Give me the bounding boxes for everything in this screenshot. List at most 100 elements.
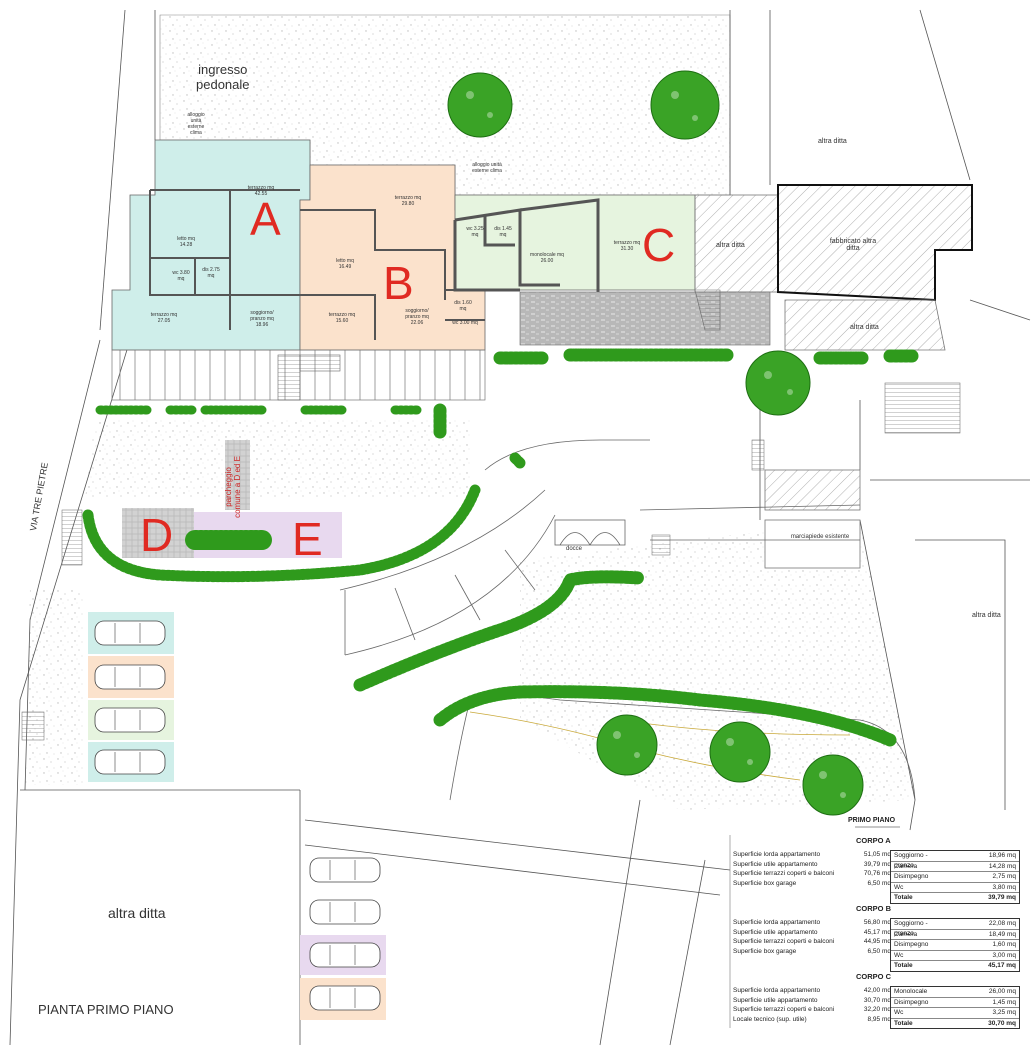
neighbor-label-bottom-left: altra ditta — [108, 905, 166, 921]
room-b-terrazzo-top: terrazzo mq 29.80 — [394, 195, 422, 207]
room-name: Totale — [894, 1019, 913, 1027]
other-owner-block-4 — [764, 469, 861, 511]
marciapiede-box — [764, 519, 861, 569]
room-name: Totale — [894, 962, 913, 969]
room-name: Disimpegno — [894, 941, 929, 948]
room-value: 45,17 mq — [988, 962, 1016, 969]
room-name: Camera — [894, 930, 918, 938]
room-b-letto: letto mq 16.49 — [336, 258, 354, 270]
stair-a — [277, 354, 301, 401]
room-value: 39,79 mq — [988, 894, 1016, 901]
other-owner-block-2 — [784, 299, 946, 351]
line-value: 45,17 mq — [863, 928, 891, 936]
room-value: 26,00 mq — [988, 988, 1016, 995]
room-c-monolocale: monolocale mq 26.00 — [530, 252, 564, 264]
other-owner-block-3 — [884, 382, 961, 434]
room-value: 3,80 mq — [992, 883, 1017, 891]
room-a-letto: letto mq 14.28 — [177, 236, 195, 248]
stair-b — [299, 354, 341, 372]
line-value: 70,76 mq — [863, 870, 891, 877]
docce-label: docce — [566, 546, 583, 552]
line-label: Superficie utile appartamento — [733, 996, 818, 1004]
neighbor-label-right-middle: altra ditta — [972, 612, 1001, 619]
room-b-wc: wc 3.00 mq — [452, 320, 478, 326]
neighbor-label-below-building: altra ditta — [850, 324, 879, 331]
unit-a-area — [111, 139, 311, 351]
clima-b-label: alloggio unità esterne clima — [472, 162, 502, 174]
room-name: Disimpegno — [894, 998, 929, 1006]
room-row: Camera 18,49 mq — [891, 930, 1019, 940]
room-name: Wc — [894, 883, 904, 891]
unit-letter-c: C — [642, 219, 676, 271]
neighbor-label-building: fabbricato altra ditta — [829, 238, 877, 252]
room-row-total: Totale 39,79 mq — [891, 893, 1019, 903]
car-icons — [94, 620, 381, 1011]
room-b-terrazzo-bottom: terrazzo mq 15.60 — [328, 312, 356, 324]
room-a-soggiorno: soggiorno/ pranzo mq 18.96 — [250, 310, 274, 328]
room-row: Disimpegno 1,45 mq — [891, 998, 1019, 1008]
unit-letter-a: A — [250, 193, 281, 245]
marciapiede-label: marciapiede esistente — [790, 534, 850, 540]
unit-letter-e: E — [292, 513, 323, 565]
room-row-total: Totale 30,70 mq — [891, 1019, 1019, 1029]
room-c-dis: dis 1.45 mq — [494, 226, 512, 238]
neighbor-label-top-right: altra ditta — [818, 138, 847, 145]
line-value: 51,05 mq — [863, 851, 891, 858]
entrance-label: ingresso pedonale — [196, 62, 250, 92]
room-c-wc: wc 3.25 mq — [466, 226, 484, 238]
parking-d-area — [122, 508, 194, 558]
line-value: 44,95 mq — [863, 938, 891, 945]
line-value: 6,50 mq — [867, 947, 892, 955]
room-b-soggiorno: soggiorno/ pranzo mq 22.06 — [405, 308, 429, 326]
line-value: 56,80 mq — [863, 919, 891, 926]
room-value: 18,49 mq — [988, 930, 1016, 938]
car-windshields — [114, 623, 356, 1008]
room-value: 1,60 mq — [992, 941, 1017, 948]
corpo-a-title: CORPO A — [856, 836, 891, 845]
room-a-terrazzo-bottom: terrazzo mq 27.05 — [150, 312, 178, 324]
room-name: Disimpegno — [894, 873, 929, 880]
room-name: Monolocale — [894, 988, 928, 995]
line-label: Superficie terrazzi coperti e balconi — [733, 1006, 835, 1013]
corpo-c-title: CORPO C — [856, 972, 892, 981]
line-label: Superficie terrazzi coperti e balconi — [733, 938, 835, 945]
docce-structure — [554, 519, 626, 546]
room-name: Totale — [894, 894, 913, 901]
parking-common-label: parcheggio comune a D ed E — [224, 456, 242, 518]
summary-heading: PRIMO PIANO — [848, 817, 896, 824]
interior-walls — [149, 189, 485, 340]
room-a-dis: dis 2.75 mq — [202, 267, 220, 279]
entrance-label-line2: pedonale — [196, 77, 250, 92]
line-value: 42,00 mq — [863, 987, 891, 994]
corpo-c-line: Superficie terrazzi coperti e balconi 32,… — [733, 1005, 891, 1015]
line-value: 39,79 mq — [863, 860, 891, 868]
step-set-east — [751, 439, 765, 471]
room-row: Disimpegno 1,60 mq — [891, 940, 1019, 951]
room-value: 14,28 mq — [988, 862, 1016, 870]
room-name: Camera — [894, 862, 918, 870]
entrance-label-line1: ingresso — [198, 62, 248, 77]
unit-letter-d: D — [140, 509, 174, 561]
clima-a-label: alloggio unità esterne clima — [187, 112, 205, 136]
trees — [447, 70, 864, 816]
line-label: Superficie utile appartamento — [733, 860, 818, 868]
line-value: 30,70 mq — [863, 996, 891, 1004]
line-value: 32,20 mq — [863, 1006, 891, 1013]
room-value: 30,70 mq — [988, 1019, 1016, 1027]
other-owner-block-1 — [694, 194, 779, 293]
room-row: Camera 14,28 mq — [891, 862, 1019, 872]
room-value: 1,45 mq — [992, 998, 1017, 1006]
neighbor-label-c-right: altra ditta — [716, 242, 745, 249]
room-value: 3,00 mq — [992, 951, 1017, 959]
line-label: Superficie terrazzi coperti e balconi — [733, 870, 835, 877]
